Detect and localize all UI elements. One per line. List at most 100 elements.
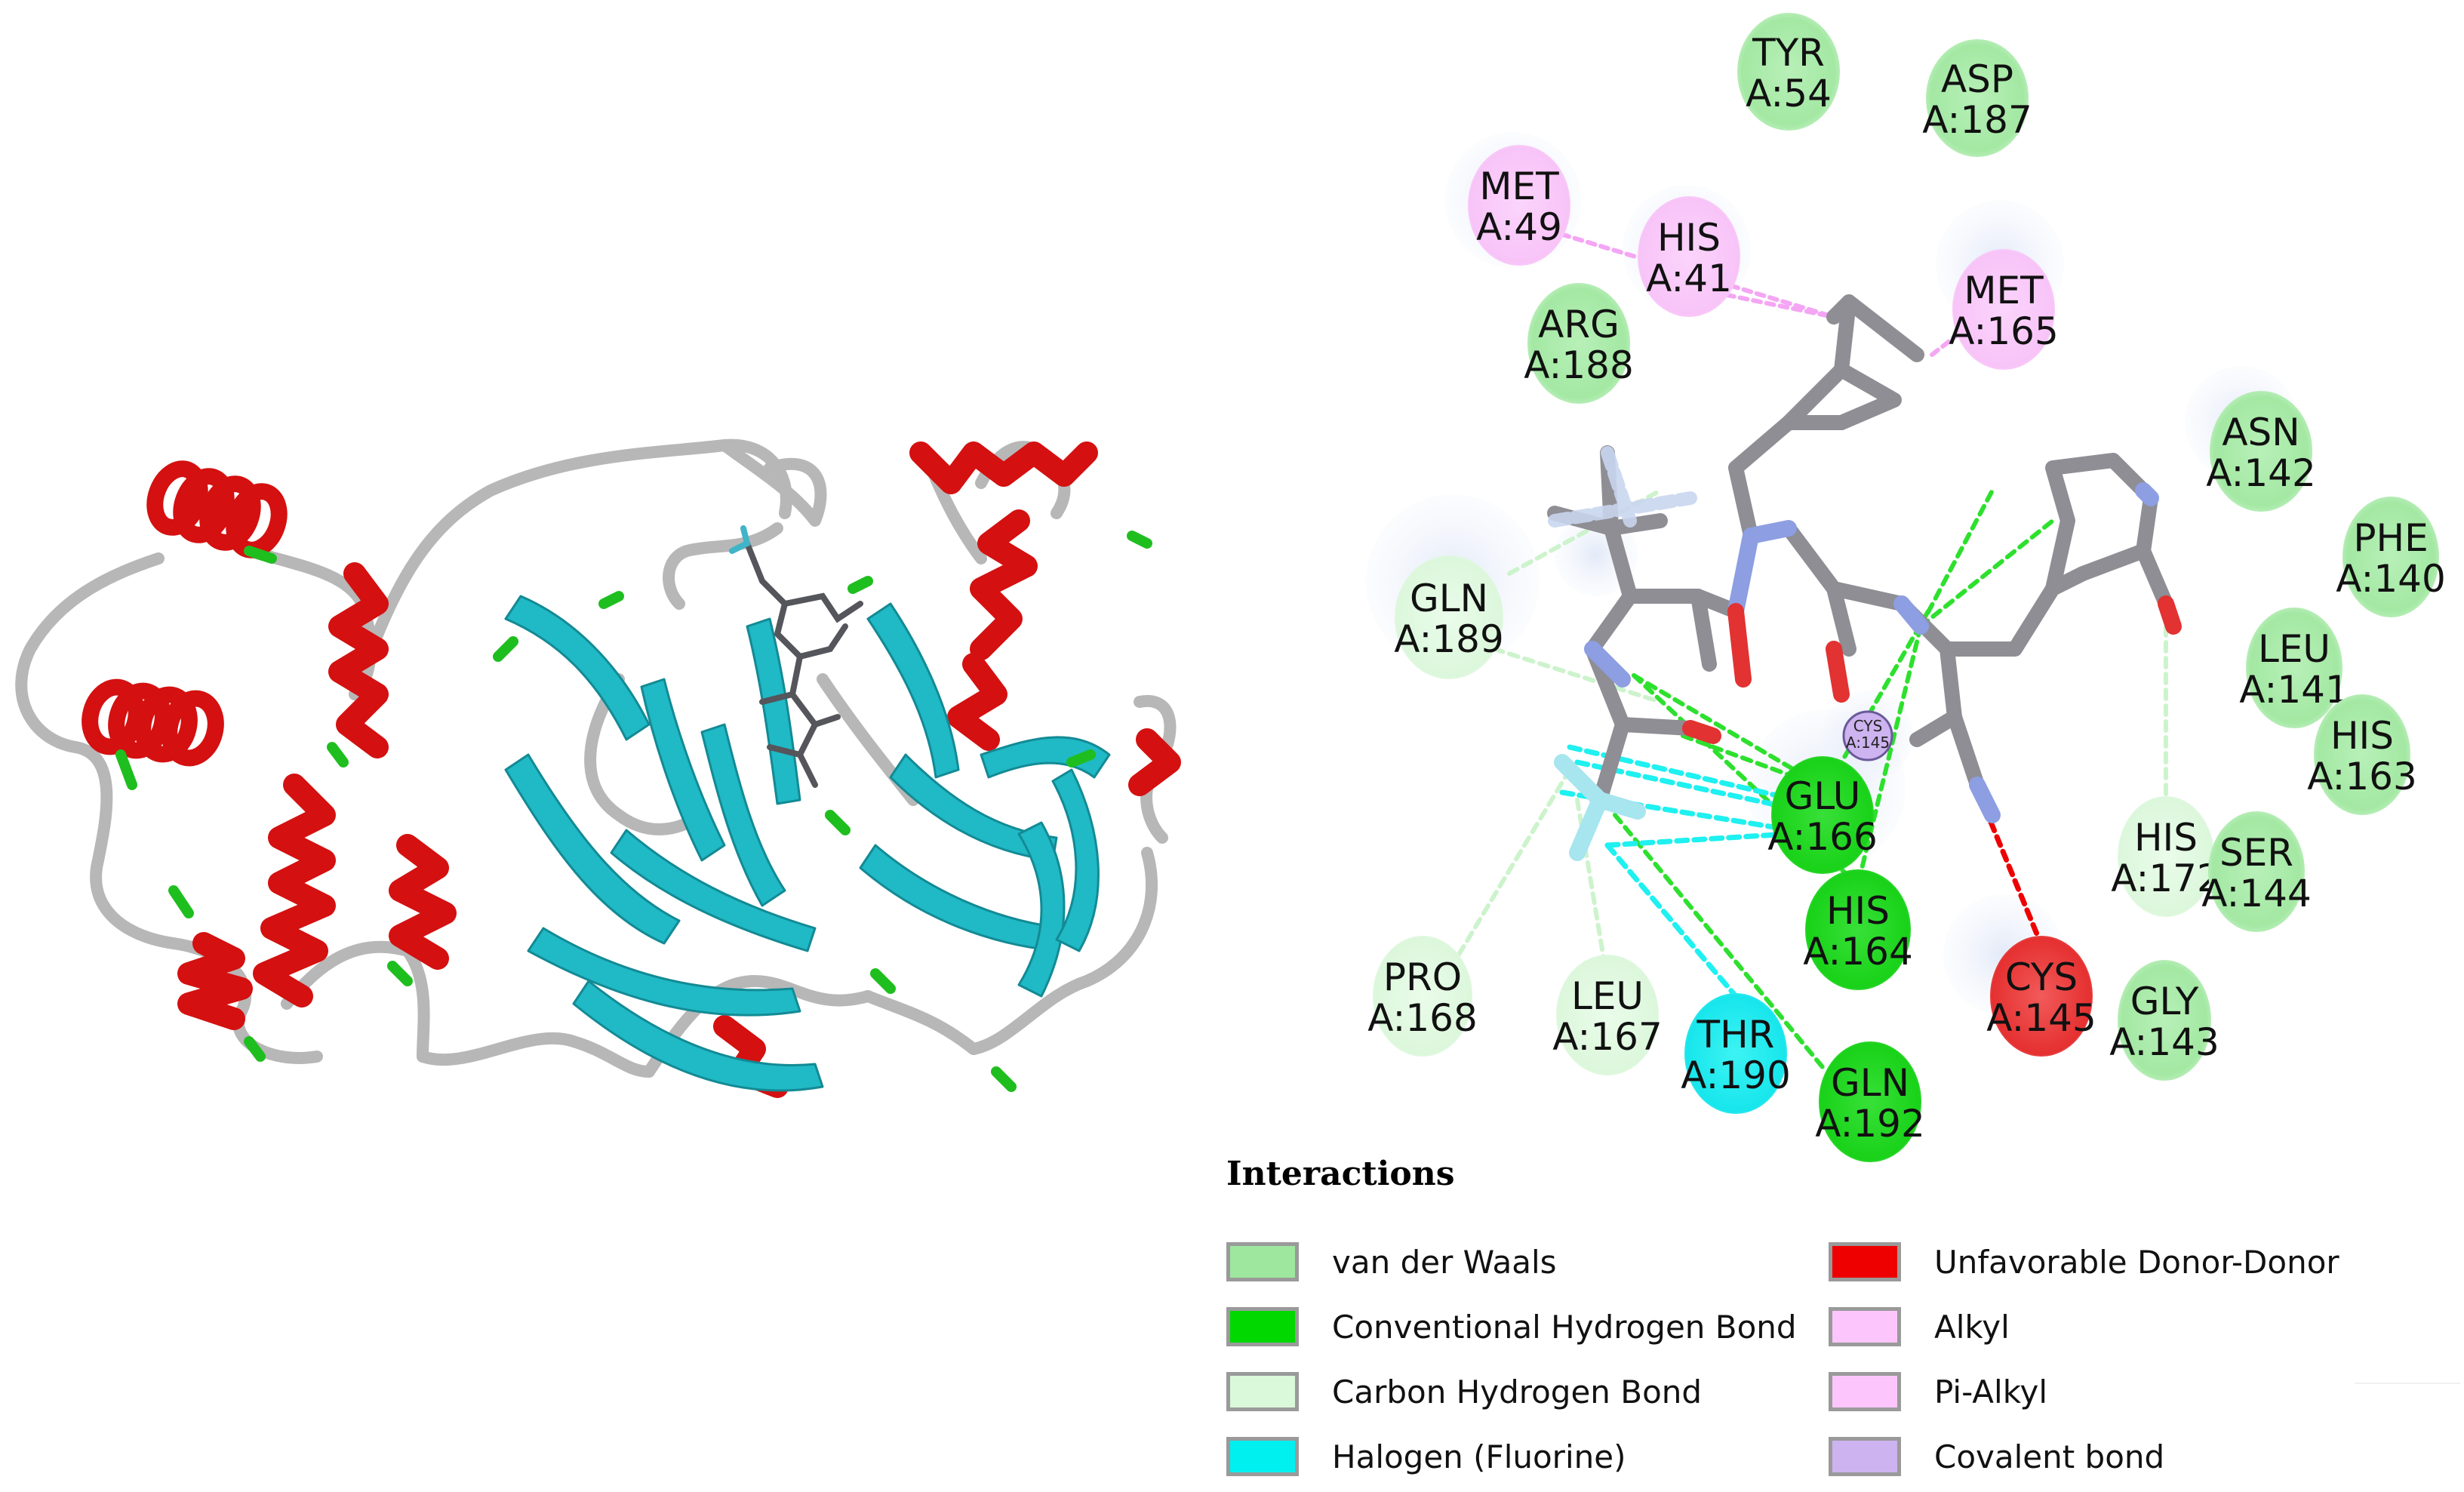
residue-disc xyxy=(1684,993,1787,1114)
residue-name: LEU xyxy=(2258,627,2330,671)
residue-name: MET xyxy=(1479,165,1559,208)
residue-position: A:41 xyxy=(1646,257,1732,300)
residue-name: GLY xyxy=(2130,980,2199,1023)
covalent-site-name: CYS xyxy=(1853,717,1883,735)
residue-position: A:172 xyxy=(2111,857,2221,900)
covalent-site-marker: CYS A:145 xyxy=(1842,710,1893,761)
beta-sheets xyxy=(504,595,1111,1092)
protein-ribbon-panel xyxy=(15,438,1181,1098)
residue-name: CYS xyxy=(2005,955,2078,999)
residue-position: A:190 xyxy=(1681,1054,1791,1097)
residue-position: A:145 xyxy=(1986,996,2096,1040)
legend-swatch-alkyl xyxy=(1829,1307,1901,1346)
residue-name: GLN xyxy=(1831,1061,1909,1105)
residue-name: HIS xyxy=(1657,216,1721,260)
residue-disc xyxy=(1638,196,1740,317)
legend-item-conventional-hydrogen-bond: Conventional Hydrogen Bond xyxy=(1226,1297,1797,1357)
residue-disc xyxy=(1926,39,2029,157)
residue-disc xyxy=(1819,1041,1921,1162)
legend-swatch-van-der-waals xyxy=(1226,1242,1299,1281)
residue-position: A:167 xyxy=(1552,1015,1663,1059)
residue-position: A:141 xyxy=(2239,668,2349,712)
residue-disc xyxy=(1373,936,1472,1057)
legend-label: Conventional Hydrogen Bond xyxy=(1332,1308,1797,1346)
residue-position: A:168 xyxy=(1367,996,1478,1040)
residue-position: A:189 xyxy=(1394,617,1504,661)
residue-name: HIS xyxy=(2330,714,2394,758)
residue-position: A:144 xyxy=(2201,872,2312,915)
bound-ligand-sticks xyxy=(729,525,863,788)
residue-position: A:165 xyxy=(1949,309,2059,353)
residue-name: HIS xyxy=(1826,889,1890,933)
legend-item-unfavorable-donor-donor: Unfavorable Donor-Donor xyxy=(1829,1232,2339,1292)
residue-disc xyxy=(1556,955,1659,1075)
ligand-2d-sticks xyxy=(1547,294,2182,861)
alpha-helices xyxy=(82,441,1181,1098)
legend-swatch-covalent-bond xyxy=(1829,1437,1901,1476)
residue-disc xyxy=(2314,694,2410,815)
residue-name: TYR xyxy=(1752,31,1825,75)
legend-label: Pi-Alkyl xyxy=(1934,1373,2048,1410)
residue-name: SER xyxy=(2219,831,2293,875)
legend-label: Covalent bond xyxy=(1934,1438,2165,1475)
residue-position: A:188 xyxy=(1524,343,1634,387)
residue-disc xyxy=(2246,608,2342,728)
residue-disc xyxy=(1468,145,1570,266)
residue-disc xyxy=(1952,249,2055,370)
legend-item-pi-alkyl: Pi-Alkyl xyxy=(1829,1361,2047,1422)
residue-disc xyxy=(1990,936,2093,1057)
residue-disc xyxy=(1737,13,1840,131)
legend-label: Halogen (Fluorine) xyxy=(1332,1438,1626,1475)
residue-name: THR xyxy=(1696,1013,1775,1057)
residue-disc xyxy=(2118,960,2211,1081)
residue-name: GLN xyxy=(1410,577,1488,620)
residue-name: ASN xyxy=(2222,411,2299,454)
covalent-site-pos: A:145 xyxy=(1846,734,1890,752)
residue-position: A:166 xyxy=(1767,815,1878,859)
legend-swatch-unfavorable-donor-donor xyxy=(1829,1242,1901,1281)
legend-item-covalent-bond: Covalent bond xyxy=(1829,1426,2164,1487)
residue-name: MET xyxy=(1964,269,2044,312)
residue-name: ASP xyxy=(1941,57,2013,101)
legend-swatch-pi-alkyl xyxy=(1829,1372,1901,1411)
legend-label: Unfavorable Donor-Donor xyxy=(1934,1243,2339,1281)
residue-disc xyxy=(1395,555,1503,679)
residue-position: A:54 xyxy=(1746,72,1832,115)
legend-swatch-carbon-hydrogen-bond xyxy=(1226,1372,1299,1411)
legend-item-carbon-hydrogen-bond: Carbon Hydrogen Bond xyxy=(1226,1361,1702,1422)
residue-disc xyxy=(2208,811,2305,932)
residue-disc xyxy=(1527,283,1630,404)
residue-position: A:143 xyxy=(2109,1020,2219,1064)
legend-item-halogen-fluorine: Halogen (Fluorine) xyxy=(1226,1426,1626,1487)
residue-position: A:140 xyxy=(2336,557,2446,601)
residue-position: A:142 xyxy=(2206,451,2316,495)
residue-name: LEU xyxy=(1571,974,1644,1018)
interaction-map-panel: CYS A:145 TYRA:54ASPA:187META:49HISA:41M… xyxy=(1366,13,2446,1162)
residue-name: PRO xyxy=(1383,955,1462,999)
legend-item-alkyl: Alkyl xyxy=(1829,1297,2010,1357)
turns xyxy=(115,531,1152,1092)
residue-position: A:192 xyxy=(1815,1102,1925,1146)
legend-swatch-conventional-hydrogen-bond xyxy=(1226,1307,1299,1346)
legend-swatch-halogen-fluorine xyxy=(1226,1437,1299,1476)
divider xyxy=(2355,1383,2460,1384)
residue-name: ARG xyxy=(1538,303,1620,346)
interactions-legend: Interactions van der Waals Conventional … xyxy=(1226,1155,2464,1487)
